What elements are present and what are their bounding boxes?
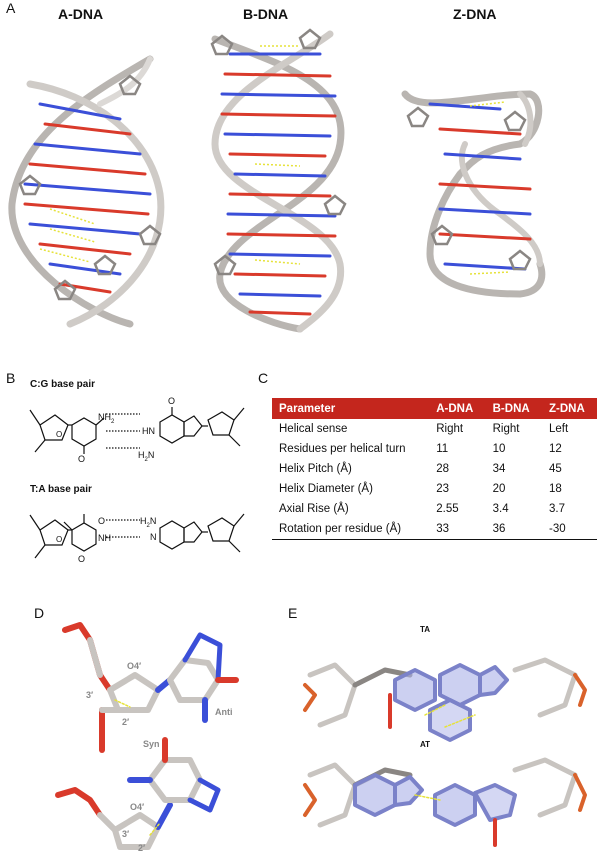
- table-row: Axial Rise (Å) 2.55 3.4 3.7: [272, 499, 597, 519]
- cg-g-h2n-label: H2N: [138, 450, 154, 463]
- syn-label: Syn: [143, 739, 160, 749]
- o4-label-top: O4′: [127, 661, 141, 671]
- c2-label-bottom: 2′: [138, 843, 145, 853]
- cell-value: 34: [492, 463, 506, 475]
- b-dna-helix: [210, 28, 347, 333]
- panel-label-d: D: [34, 605, 45, 621]
- header-a-dna: A-DNA: [429, 398, 486, 419]
- cell-value: 2.55: [436, 503, 459, 515]
- cg-o-carbonyl-label: O: [78, 454, 85, 464]
- cell-value: 28: [436, 463, 450, 475]
- ta-label: TA: [420, 625, 431, 634]
- cg-o-label: O: [56, 430, 62, 439]
- header-parameter: Parameter: [272, 398, 430, 419]
- ta-n-label: N: [150, 532, 157, 542]
- cell-value: 11: [436, 443, 449, 455]
- syn-conformer: [55, 737, 221, 850]
- row-label: Residues per helical turn: [279, 443, 406, 455]
- cg-base-pair-structure: [29, 407, 245, 454]
- cell-value: 10: [492, 443, 506, 455]
- a-dna-title: A-DNA: [58, 6, 104, 22]
- row-label: Helix Diameter (Å): [279, 483, 373, 495]
- row-label: Helical sense: [279, 423, 348, 435]
- table-row: Helical sense Right Right Left: [272, 419, 597, 439]
- c3-label-top: 3′: [86, 690, 93, 700]
- cell-value: -30: [542, 519, 597, 540]
- nucleoside-conformations: O4′ 3′ 2′ Anti Syn O4′ 3′ 2′: [55, 622, 239, 853]
- cell-value: 12: [549, 443, 562, 455]
- row-label: Helix Pitch (Å): [279, 463, 352, 475]
- table-row: Rotation per residue (Å) 33 36 -30: [272, 519, 597, 540]
- base-pair-structures: O NH2 O O HN H2N O O NH O H2N N: [29, 396, 245, 564]
- cell-value: 20: [492, 483, 506, 495]
- header-b-dna: B-DNA: [485, 398, 543, 419]
- table-header-row: Parameter A-DNA B-DNA Z-DNA: [272, 398, 597, 419]
- cg-g-o-label: O: [168, 396, 175, 406]
- cell-value: 45: [549, 463, 562, 475]
- at-label: AT: [420, 740, 431, 749]
- o4-label-bottom: O4′: [130, 802, 144, 812]
- dna-parameters-table: Parameter A-DNA B-DNA Z-DNA Helical sens…: [272, 398, 597, 540]
- cg-base-pair-title: C:G base pair: [30, 379, 96, 390]
- anti-conformer: [62, 622, 239, 753]
- c3-label-bottom: 3′: [122, 829, 129, 839]
- dna-helix-models: [8, 28, 546, 333]
- cg-g-nh-label: HN: [142, 426, 155, 436]
- header-z-dna: Z-DNA: [542, 398, 597, 419]
- cell-value: 3.4: [492, 503, 509, 515]
- b-dna-title: B-DNA: [243, 6, 289, 22]
- ta-o-label: O: [56, 535, 62, 544]
- cell-value: Left: [549, 423, 569, 435]
- ta-o-label-2: O: [98, 516, 105, 526]
- panel-label-b: B: [6, 370, 16, 386]
- z-dna-helix: [401, 90, 546, 298]
- cell-value: 18: [549, 483, 562, 495]
- cell-value: 33: [429, 519, 486, 540]
- cell-value: Right: [492, 423, 520, 435]
- a-dna-helix: [8, 55, 165, 328]
- cell-value: Right: [436, 423, 464, 435]
- z-dna-title: Z-DNA: [453, 6, 497, 22]
- panel-label-e: E: [288, 605, 298, 621]
- table-row: Residues per helical turn 11 10 12: [272, 439, 597, 459]
- ta-h2n-label: H2N: [140, 516, 156, 529]
- ta-nh-label: NH: [98, 533, 111, 543]
- table-row: Helix Diameter (Å) 23 20 18: [272, 479, 597, 499]
- panel-label-a: A: [6, 0, 16, 16]
- panel-label-c: C: [258, 370, 269, 386]
- row-label: Axial Rise (Å): [279, 503, 349, 515]
- cell-value: 3.7: [549, 503, 566, 515]
- ta-stack: [303, 657, 587, 742]
- cg-nh2-label: NH2: [98, 412, 115, 425]
- ta-o-carbonyl-label: O: [78, 554, 85, 564]
- at-stack: [303, 757, 587, 847]
- ta-base-pair-title: T:A base pair: [30, 484, 92, 495]
- stacked-base-pairs: [303, 657, 587, 847]
- anti-label: Anti: [215, 707, 233, 717]
- table-row: Helix Pitch (Å) 28 34 45: [272, 459, 597, 479]
- row-label: Rotation per residue (Å): [272, 519, 430, 540]
- ta-base-pair-structure: [29, 513, 245, 559]
- cell-value: 23: [436, 483, 450, 495]
- cell-value: 36: [485, 519, 543, 540]
- c2-label-top: 2′: [122, 717, 129, 727]
